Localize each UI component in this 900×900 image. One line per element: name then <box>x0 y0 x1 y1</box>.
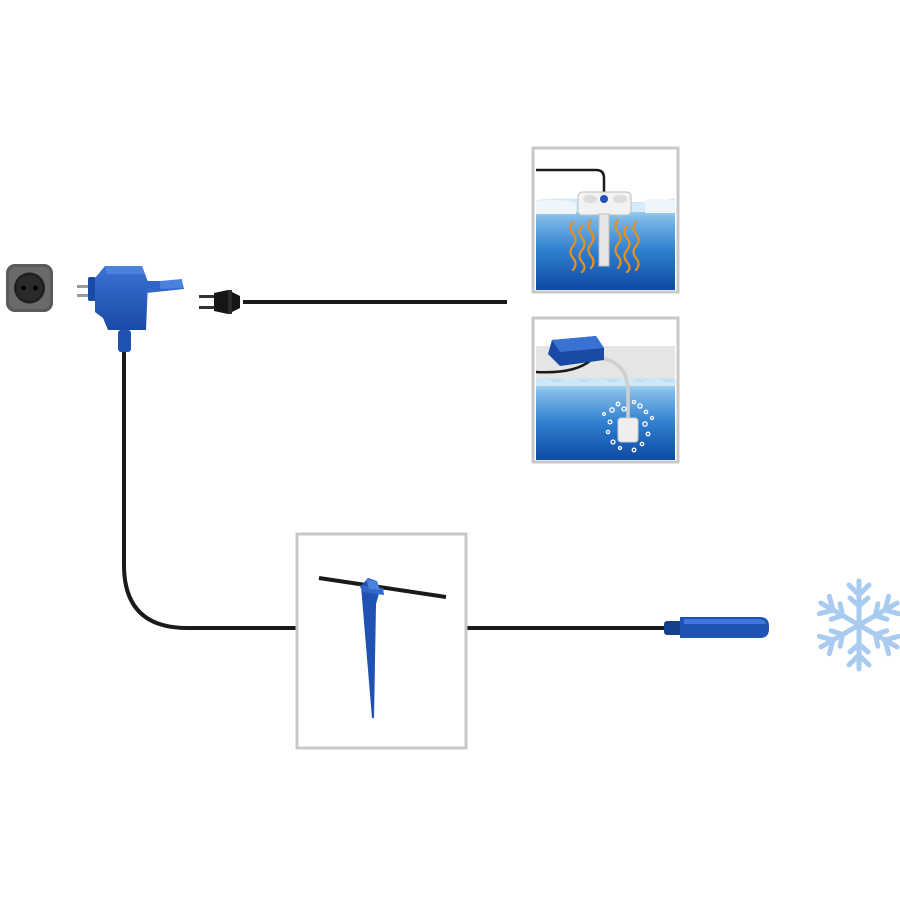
snowflake-icon <box>816 578 900 672</box>
cables <box>122 300 668 630</box>
two-pin-plug-icon <box>199 290 240 314</box>
sensor-probe-icon <box>664 617 769 638</box>
main-cable <box>122 350 300 630</box>
wall-socket-icon <box>6 264 53 312</box>
air-pump-icon <box>531 316 680 464</box>
air-bubbles <box>601 399 655 453</box>
transformer-plug-icon <box>77 266 184 352</box>
ground-stake-icon <box>295 532 468 750</box>
pond-heater-icon <box>531 146 680 294</box>
heat-waves <box>569 218 640 274</box>
